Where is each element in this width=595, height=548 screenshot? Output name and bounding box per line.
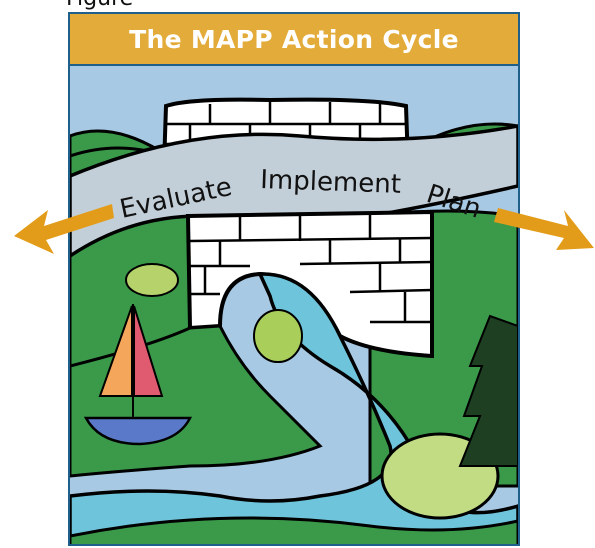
left-arrow-icon: [14, 204, 114, 254]
bridge-landscape-illustration: Evaluate Implement Plan: [70, 66, 518, 544]
panel-header: The MAPP Action Cycle: [70, 14, 518, 66]
figure-caption: Figure: [66, 0, 133, 11]
pine-tree-icon: [458, 314, 518, 467]
panel-title: The MAPP Action Cycle: [129, 24, 459, 54]
label-implement: Implement: [260, 165, 402, 200]
right-arrow-icon: [494, 208, 594, 250]
sailboat-icon: [83, 304, 193, 446]
mapp-cycle-panel: The MAPP Action Cycle Evaluate: [68, 12, 520, 546]
